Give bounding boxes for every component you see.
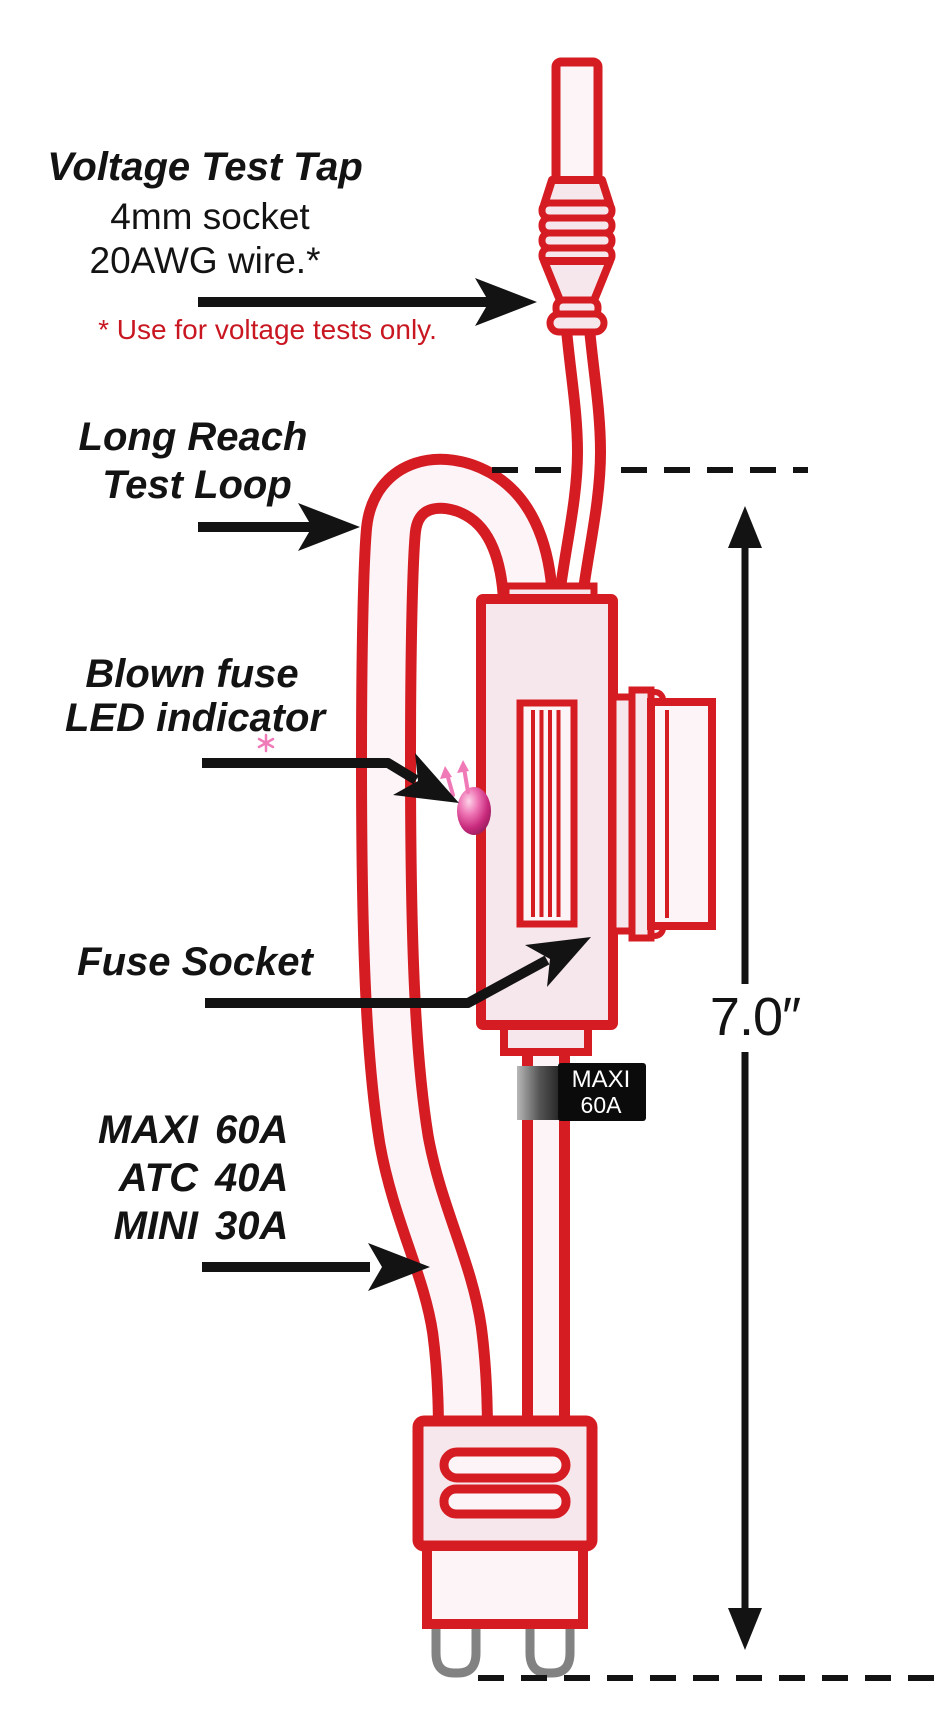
blown-fuse-label-line2: LED indicator: [64, 696, 326, 740]
arrow-fuse-sizes: [202, 1243, 430, 1291]
plug-prong-right: [525, 1610, 575, 1678]
dimension-arrowhead-down: [728, 1608, 762, 1650]
annotation-arrows: [198, 278, 591, 1291]
blown-fuse-led: [257, 733, 491, 835]
fuse-socket-label: Fuse Socket: [77, 940, 313, 984]
fuse-holder-body: [476, 582, 716, 1056]
fuse-size-row: MAXI 60A: [55, 1106, 295, 1154]
tag-face: [558, 1063, 646, 1121]
plug-slot: [439, 1447, 571, 1483]
fuse-type: MINI: [113, 1203, 198, 1248]
voltage-test-tap-spec-socket: 4mm socket: [110, 196, 310, 237]
fuse-rating: 60A: [215, 1107, 289, 1152]
connector-strain-relief: [546, 310, 608, 336]
fuse-rating-tag: [517, 1063, 646, 1121]
arrow-voltage-test-tap: [198, 278, 537, 326]
dimension-arrowhead-up: [728, 506, 762, 548]
led-glow-rays-icon: [440, 760, 470, 797]
connector-tip: [551, 57, 603, 187]
dimension-line: [728, 506, 762, 1650]
voltage-test-tap-title: Voltage Test Tap: [47, 145, 363, 189]
fuse-socket-drum: [647, 698, 716, 930]
fuse-tag-text: MAXI 60A: [556, 1063, 646, 1121]
test-tap-wire: [554, 316, 607, 599]
arrow-led-indicator: [202, 753, 459, 803]
led-bulb: [457, 787, 491, 835]
fuse-size-list: MAXI 60A ATC 40A MINI 30A: [55, 1106, 295, 1250]
plug-slot: [439, 1484, 571, 1519]
plug-lower-body: [422, 1541, 588, 1629]
fuse-type: MAXI: [98, 1107, 198, 1152]
fuse-size-row: MINI 30A: [55, 1202, 295, 1250]
voltage-test-tap-spec-wire: 20AWG wire.*: [89, 240, 321, 281]
bottom-plug: [412, 1415, 598, 1678]
fuse-tag-rating: 60A: [580, 1091, 622, 1118]
fuse-rating: 30A: [215, 1203, 289, 1248]
banana-socket-connector: [538, 57, 616, 336]
long-reach-test-loop-tube: [355, 453, 558, 1435]
arrow-test-loop: [198, 503, 360, 551]
plug-upper-body: [412, 1415, 598, 1552]
long-reach-label-line1: Long Reach: [78, 415, 308, 459]
blown-fuse-label-line1: Blown fuse: [85, 652, 299, 696]
fuse-size-row: ATC 40A: [55, 1154, 295, 1202]
arrow-fuse-socket: [205, 937, 591, 1008]
voltage-test-note: * Use for voltage tests only.: [98, 314, 437, 345]
fuse-rating: 40A: [215, 1155, 289, 1200]
holder-rib-panel: [516, 699, 578, 928]
long-reach-label-line2: Test Loop: [102, 463, 292, 507]
fuse-type: ATC: [118, 1155, 198, 1200]
sparkle-icon: [257, 733, 275, 753]
holder-bottom-cap: [500, 1022, 592, 1056]
fuse-tag-type: MAXI: [571, 1065, 631, 1093]
dimension-label: 7.0″: [709, 987, 801, 1047]
plug-prong-left: [431, 1610, 481, 1678]
